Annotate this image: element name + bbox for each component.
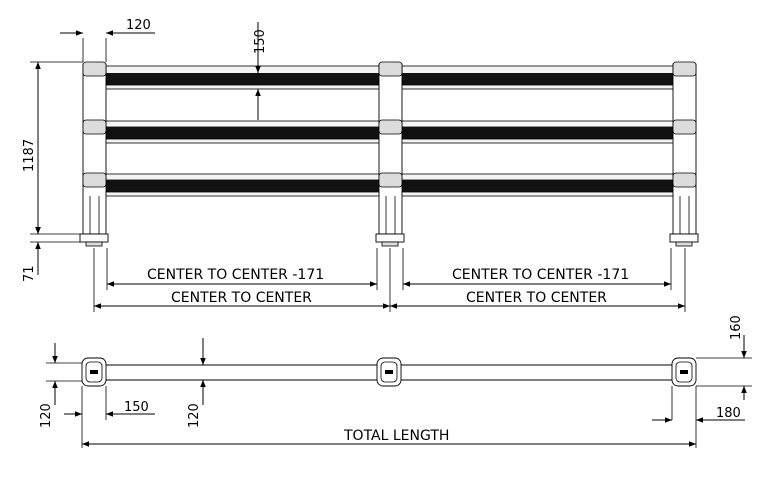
dim-left-offset-label: 120 <box>39 403 54 428</box>
dim-c2c-minus-right: CENTER TO CENTER -171 <box>403 267 671 287</box>
dim-rail-gap-label: 150 <box>253 29 268 54</box>
post-right <box>669 61 699 247</box>
plan-view: 120 150 120 160 <box>39 315 752 448</box>
dim-rail-gap: 150 <box>253 22 268 120</box>
dim-c2c-right-label: CENTER TO CENTER <box>466 290 607 306</box>
dim-base-label: 71 <box>22 265 37 282</box>
dim-c2c-left-label: CENTER TO CENTER <box>171 290 312 306</box>
dim-post-width-label: 120 <box>126 18 151 33</box>
dim-post-depth-label: 150 <box>124 400 149 415</box>
dim-left-offset: 120 <box>39 343 82 428</box>
dim-rail-offset: 120 <box>187 338 206 428</box>
plan-post-right <box>671 357 697 387</box>
dim-total-length: TOTAL LENGTH <box>82 428 696 447</box>
dim-c2c-minus-left: CENTER TO CENTER -171 <box>107 267 377 287</box>
front-view: 120 150 1187 71 <box>22 18 699 312</box>
dim-rail-depth: 160 <box>696 315 752 400</box>
plan-post-left <box>81 357 107 387</box>
post-middle <box>375 61 405 247</box>
dim-height-label: 1187 <box>22 139 37 172</box>
dim-rail-depth-label: 160 <box>729 315 744 340</box>
dim-c2c-left: CENTER TO CENTER <box>94 290 390 309</box>
dim-c2c-minus-left-label: CENTER TO CENTER -171 <box>147 267 324 283</box>
dim-total-length-label: TOTAL LENGTH <box>343 428 449 444</box>
dim-end-width-label: 180 <box>716 406 741 421</box>
dim-post-depth: 150 <box>64 386 155 448</box>
dim-end-width: 180 <box>652 386 745 448</box>
dim-c2c-minus-right-label: CENTER TO CENTER -171 <box>452 267 629 283</box>
dim-rail-offset-label: 120 <box>187 403 202 428</box>
dim-height: 1187 <box>22 61 83 235</box>
post-left <box>79 61 109 247</box>
dim-c2c-right: CENTER TO CENTER <box>390 290 685 309</box>
dim-post-width: 120 <box>60 18 155 62</box>
plan-post-middle <box>376 357 402 387</box>
dim-base: 71 <box>22 218 80 282</box>
